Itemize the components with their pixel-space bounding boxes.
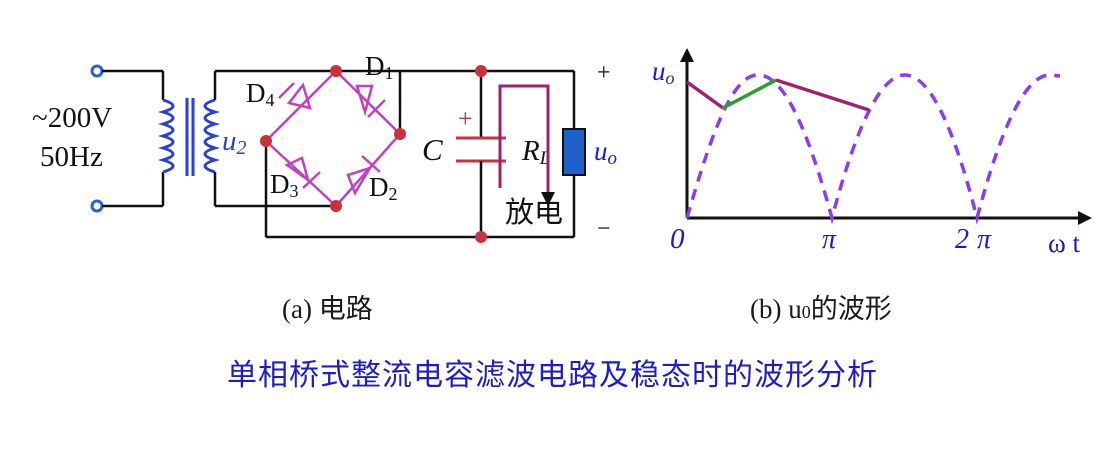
node-capacitor-bottom bbox=[475, 231, 487, 243]
circuit-diagram: ~200V 50Hz u2 bbox=[32, 51, 617, 243]
load-label: RL bbox=[521, 135, 550, 169]
caption-waveform-sub: 0 bbox=[801, 302, 811, 322]
diode-d2-symbol bbox=[346, 165, 373, 196]
rectified-sine-wave bbox=[685, 73, 1061, 225]
caption-circuit: (a) 电路 bbox=[282, 294, 373, 324]
y-axis-arrow bbox=[680, 48, 694, 62]
diode-d2-label: D2 bbox=[369, 172, 398, 204]
capacitor-polarity-label: + bbox=[458, 104, 473, 133]
transformer bbox=[157, 98, 221, 176]
discharge-segment bbox=[775, 78, 870, 112]
diode-d3-symbol bbox=[284, 156, 311, 184]
caption-waveform-suffix: 的波形 bbox=[810, 294, 892, 325]
diode-d1-bar bbox=[367, 99, 386, 118]
input-terminal-top bbox=[90, 64, 104, 78]
node-bridge-left bbox=[260, 135, 272, 147]
x-axis-label: ω t bbox=[1048, 228, 1081, 258]
x-tick-pi: π bbox=[822, 224, 837, 255]
diode-d1-symbol bbox=[355, 84, 374, 117]
input-terminal-bottom bbox=[90, 199, 104, 213]
caption-waveform-prefix: (b) u bbox=[750, 294, 802, 324]
output-plus-terminal: + bbox=[597, 60, 611, 86]
diode-d4-bar bbox=[278, 82, 295, 99]
node-bridge-bottom bbox=[330, 200, 342, 212]
main-caption: 单相桥式整流电容滤波电路及稳态时的波形分析 bbox=[227, 358, 878, 393]
diode-d4-label: D4 bbox=[246, 78, 275, 110]
load-resistor bbox=[562, 128, 586, 176]
diode-d2-bar bbox=[361, 155, 381, 173]
output-minus-terminal: − bbox=[597, 216, 611, 242]
discharge-segment-initial bbox=[685, 80, 725, 110]
source-frequency-label: 50Hz bbox=[40, 141, 103, 173]
charge-segment bbox=[722, 78, 777, 110]
node-capacitor-top bbox=[475, 65, 487, 77]
origin-label: 0 bbox=[670, 223, 685, 255]
secondary-voltage-label: u2 bbox=[222, 125, 247, 159]
diode-d3-label: D3 bbox=[270, 169, 299, 201]
discharge-label: 放电 bbox=[505, 195, 563, 229]
diode-bridge bbox=[265, 70, 401, 207]
diode-d1-label: D1 bbox=[365, 51, 394, 83]
output-voltage-label: uo bbox=[594, 136, 617, 169]
source-voltage-label: ~200V bbox=[32, 102, 112, 134]
x-axis-arrow bbox=[1078, 211, 1092, 225]
discharge-arrowhead bbox=[541, 192, 555, 206]
discharge-path-arrow bbox=[498, 84, 550, 200]
primary-coil bbox=[157, 98, 175, 174]
caption-waveform: (b) u0的波形 bbox=[750, 287, 892, 326]
y-axis-label: uo bbox=[652, 56, 675, 88]
node-bridge-right bbox=[394, 128, 406, 140]
node-bridge-top bbox=[330, 65, 342, 77]
secondary-coil bbox=[203, 98, 221, 174]
diode-d3-bar bbox=[302, 171, 321, 189]
diode-d4-symbol bbox=[286, 82, 312, 110]
capacitor-label: C bbox=[422, 132, 443, 167]
